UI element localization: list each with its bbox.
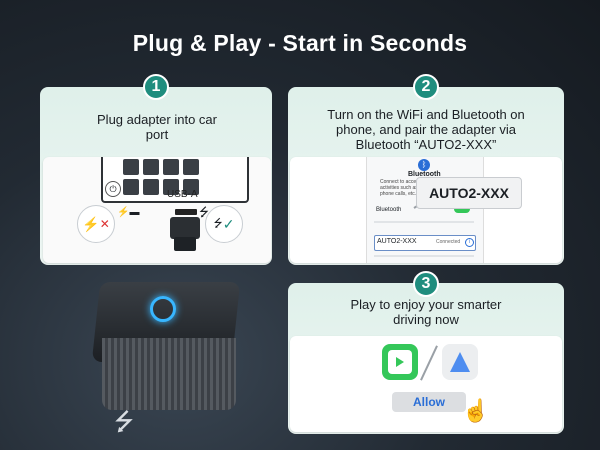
usb-port-slot: [175, 209, 197, 215]
step-3-number: 3: [413, 271, 439, 297]
usb-adapter-plug: [170, 217, 200, 239]
phone-heading: Bluetooth: [408, 171, 441, 178]
step-2-text: Turn on the WiFi and Bluetooth on phone,…: [327, 107, 525, 152]
adapter-device: [86, 272, 246, 422]
port-grid: [123, 159, 199, 195]
usb-symbol-icon-bottom: ⭍: [114, 409, 134, 436]
phone-small-text: Connect to access activities such as pho…: [380, 179, 422, 197]
bluetooth-icon: ᛒ: [418, 159, 430, 171]
phone-divider: [374, 221, 474, 223]
device-popup: AUTO2-XXX: [416, 177, 522, 209]
step-2-illustration: ᛒ Bluetooth Connect to access activities…: [290, 157, 562, 263]
usb-a-label: USB-A: [167, 189, 198, 200]
device-row[interactable]: [374, 235, 476, 251]
lightning-no-icon: ⚡✕: [77, 205, 115, 243]
device-status: Connected: [436, 239, 461, 245]
allow-button[interactable]: Allow: [392, 392, 466, 412]
usb-yes-icon: ⭍✓: [205, 205, 243, 243]
separator-slash: [420, 345, 438, 381]
adapter-logo-icon: [150, 296, 176, 322]
tap-hand-icon: ☝: [462, 398, 490, 423]
phone-divider-2: [374, 255, 474, 257]
carplay-icon: [382, 344, 418, 380]
android-auto-icon: [442, 344, 478, 380]
page-title: Plug & Play - Start in Seconds: [132, 30, 468, 56]
power-icon: ⏻: [105, 181, 121, 197]
step-1-number: 1: [143, 74, 169, 100]
step-1-illustration: ⏻ USB-A ⚡✕ ⚡▬ ⭍ ⭍✓: [43, 157, 271, 263]
step-2-number: 2: [413, 74, 439, 100]
step-3-text: Play to enjoy your smarter driving now: [350, 297, 502, 327]
lightning-port-icon: ⚡▬: [117, 207, 140, 218]
device-name: AUTO2-XXX: [377, 238, 417, 245]
usb-symbol-icon: ⭍: [199, 205, 209, 219]
usb-adapter-tip: [174, 237, 196, 251]
info-icon: i: [465, 238, 474, 247]
bluetooth-setting-label: Bluetooth: [376, 207, 402, 213]
step-3-illustration: Allow ☝: [290, 336, 562, 432]
bluetooth-toggle[interactable]: [454, 205, 470, 213]
step-1-text: Plug adapter into car port: [97, 112, 217, 142]
